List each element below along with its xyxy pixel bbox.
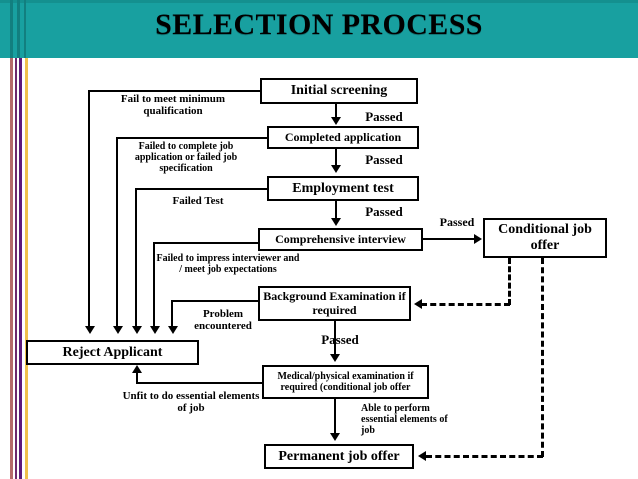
arrowhead-left-background [414, 299, 422, 309]
arrowhead-reject-1 [85, 326, 95, 334]
node-label: Completed application [284, 129, 402, 144]
dashed-conditional-to-background-h [421, 303, 510, 306]
arrowhead-reject-5 [168, 326, 178, 334]
node-conditional-job-offer: Conditional job offer [483, 218, 607, 258]
edge-employment-fail-h [135, 188, 269, 190]
arrowhead-down-1 [331, 117, 341, 125]
label-failed-impress-interviewer: Failed to impress interviewer and / meet… [156, 253, 300, 276]
edge-employment-fail-v [135, 188, 137, 327]
edge-initial-to-completed [335, 104, 337, 118]
edge-completed-to-employment [335, 149, 337, 166]
label-passed-2: Passed [365, 152, 403, 167]
label-passed-1: Passed [365, 109, 403, 124]
arrowhead-down-5 [330, 433, 340, 441]
stripe-plum [15, 58, 17, 479]
edge-background-to-medical [334, 321, 336, 355]
label-problem-encountered: Problem encountered [194, 308, 252, 333]
arrowhead-left-permanent [418, 451, 426, 461]
label-passed-3: Passed [365, 204, 403, 219]
node-completed-application: Completed application [267, 126, 419, 149]
label-failed-test: Failed Test [172, 195, 224, 207]
edge-background-fail-v [171, 300, 173, 327]
edge-interview-to-conditional [423, 238, 475, 240]
node-label: Background Examination if required [263, 289, 406, 317]
edge-initial-fail-h [88, 90, 262, 92]
arrowhead-reject-6-up [132, 365, 142, 373]
label-failed-complete-application: Failed to complete job application or fa… [134, 141, 238, 175]
dashed-conditional-to-permanent-h [426, 455, 543, 458]
edge-medical-unfit-v [136, 373, 138, 383]
header-stripe-dark-3 [24, 0, 26, 58]
edge-initial-fail-v [88, 90, 90, 327]
node-label: Medical/physical examination if required… [277, 370, 414, 393]
arrowhead-right-1 [474, 234, 482, 244]
node-reject-applicant: Reject Applicant [26, 340, 199, 365]
edge-employment-to-interview [335, 201, 337, 219]
node-employment-test: Employment test [267, 176, 419, 201]
stripe-gold [25, 58, 28, 479]
edge-completed-fail-h [116, 137, 269, 139]
node-permanent-job-offer: Permanent job offer [264, 444, 414, 469]
edge-interview-fail-h [153, 242, 260, 244]
node-medical-examination: Medical/physical examination if required… [262, 365, 429, 399]
node-label: Comprehensive interview [275, 231, 406, 246]
label-passed-4: Passed [439, 215, 475, 229]
label-unfit-essential-elements: Unfit to do essential elements of job [122, 390, 260, 415]
label-able-to-perform: Able to perform essential elements of jo… [361, 403, 448, 437]
stripe-purple [19, 58, 22, 479]
dashed-conditional-to-permanent-v [541, 258, 544, 457]
edge-completed-fail-v [116, 137, 118, 327]
arrowhead-reject-3 [132, 326, 142, 334]
arrowhead-reject-4 [150, 326, 160, 334]
arrowhead-down-3 [331, 218, 341, 226]
label-fail-minimum-qualification: Fail to meet minimum qualification [120, 93, 226, 118]
stripe-rose [10, 58, 13, 479]
node-label: Employment test [292, 180, 394, 196]
arrowhead-down-2 [331, 165, 341, 173]
header-bar [0, 0, 638, 58]
node-initial-screening: Initial screening [260, 78, 418, 104]
node-label: Permanent job offer [278, 448, 400, 464]
node-comprehensive-interview: Comprehensive interview [258, 228, 423, 251]
label-passed-5: Passed [321, 332, 359, 347]
header-top-accent-line [0, 0, 638, 3]
arrowhead-reject-2 [113, 326, 123, 334]
node-background-examination: Background Examination if required [258, 286, 411, 321]
page-title: SELECTION PROCESS [155, 8, 483, 41]
node-label: Initial screening [290, 83, 388, 99]
edge-background-fail-h [171, 300, 260, 302]
edge-interview-fail-v [153, 242, 155, 327]
node-label: Conditional job offer [498, 222, 592, 253]
header-stripe-dark-1 [10, 0, 13, 58]
arrowhead-down-4 [330, 354, 340, 362]
dashed-conditional-to-background-v [508, 258, 511, 305]
header-stripe-dark-2 [17, 0, 20, 58]
edge-medical-to-permanent [334, 399, 336, 434]
node-label: Reject Applicant [62, 344, 163, 360]
edge-medical-unfit-h [136, 382, 264, 384]
